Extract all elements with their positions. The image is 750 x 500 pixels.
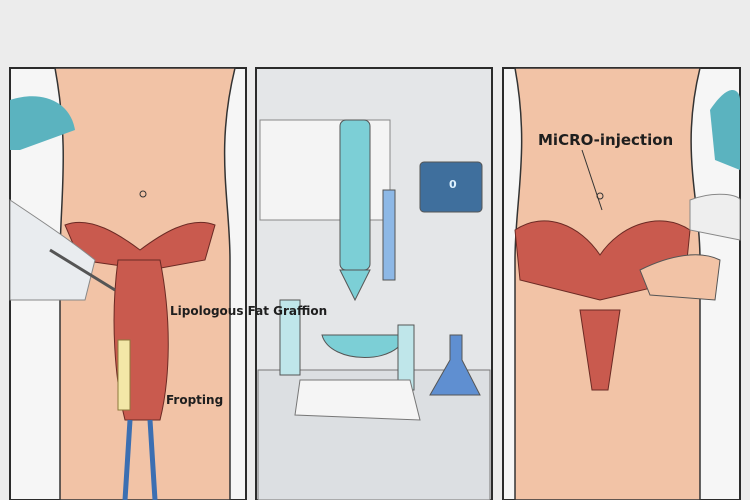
fropting-label: Fropting — [166, 393, 224, 407]
fat-graft-label: Lipologous Fat Graffion — [170, 304, 328, 318]
column — [339, 119, 371, 271]
navel-icon — [139, 190, 147, 198]
surgeon-cap — [10, 96, 75, 150]
micro-injection-label: MiCRO-injection — [538, 131, 674, 149]
keyboard — [294, 379, 421, 421]
monitor-readout: 0 — [449, 178, 457, 191]
middle-panel — [255, 67, 493, 500]
left-panel — [9, 67, 247, 500]
monitor — [419, 161, 483, 213]
flask — [429, 334, 481, 396]
right-panel — [502, 67, 741, 500]
syringe — [49, 248, 116, 292]
